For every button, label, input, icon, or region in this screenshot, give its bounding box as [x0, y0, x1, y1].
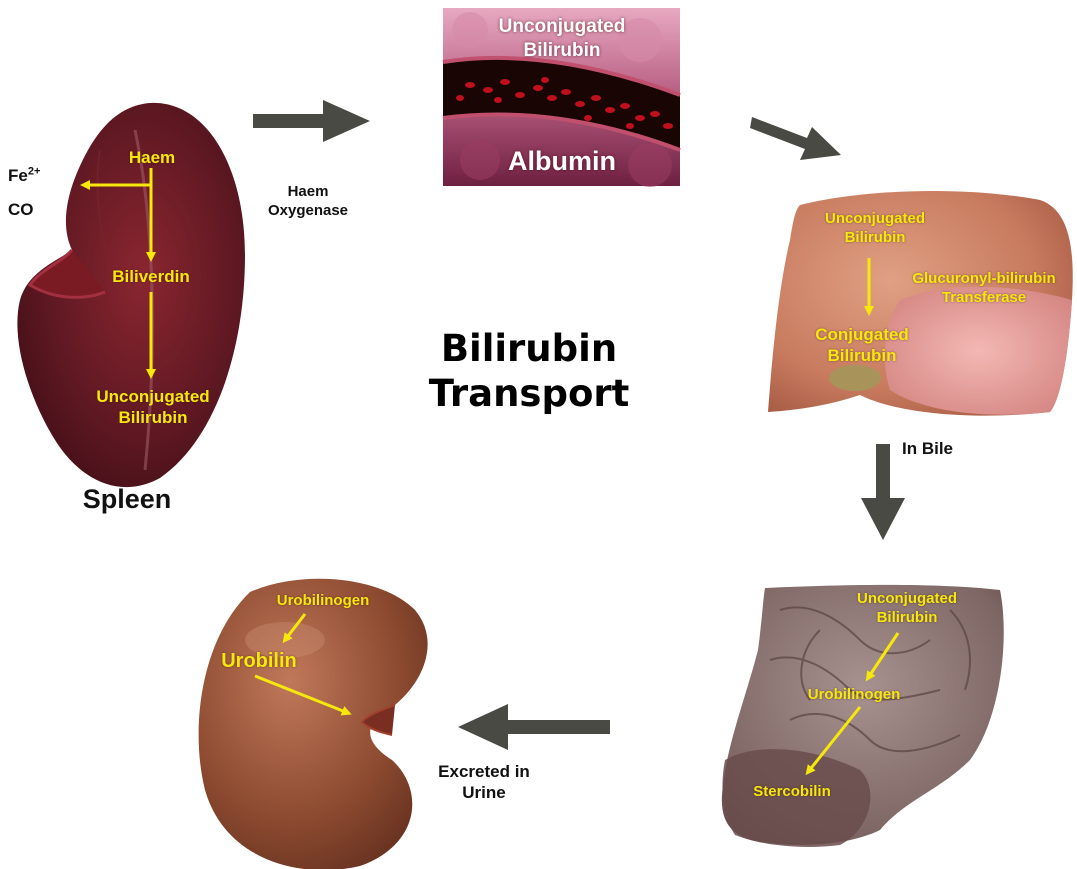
haem-oxygenase-label: Haem Oxygenase [262, 183, 354, 221]
spleen-label: Spleen [72, 483, 182, 517]
diagram-title: Bilirubin Transport [420, 326, 638, 416]
iron-label: Fe2+ [8, 165, 40, 186]
liver-to-intestine-arrow [861, 444, 905, 540]
haem-oxygenase-line-2: Oxygenase [262, 202, 354, 221]
spleen-to-blood-arrow [253, 100, 370, 142]
in-bile-label: In Bile [902, 438, 953, 459]
kidney-urobilinogen-label: Urobilinogen [258, 592, 388, 611]
albumin-label: Albumin [482, 145, 642, 179]
conjugated-line-2: Bilirubin [803, 345, 921, 366]
conjugated-bilirubin-label: Conjugated Bilirubin [803, 324, 921, 367]
haem-oxygenase-line-1: Haem [262, 183, 354, 202]
conjugated-line-1: Conjugated [803, 324, 921, 345]
blood-unconjugated-bilirubin-label: Unconjugated Bilirubin [462, 15, 662, 63]
intestine-urobilinogen-label: Urobilinogen [798, 686, 910, 705]
title-line-2: Transport [420, 371, 638, 416]
intestine-unconjugated-line-2: Bilirubin [840, 609, 974, 628]
intestine-unconjugated-bilirubin-label: Unconjugated Bilirubin [840, 590, 974, 628]
carbon-monoxide-label: CO [8, 199, 34, 220]
blood-to-liver-arrow [750, 117, 841, 160]
glucuronyl-transferase-label: Glucuronyl-bilirubin Transferase [902, 270, 1066, 308]
blood-unconjugated-line-2: Bilirubin [462, 39, 662, 63]
haem-label: Haem [112, 147, 192, 168]
liver-unconjugated-bilirubin-label: Unconjugated Bilirubin [810, 210, 940, 248]
spleen-unconjugated-line-1: Unconjugated [70, 386, 236, 407]
kidney-image [199, 579, 428, 869]
excreted-line-1: Excreted in [418, 761, 550, 782]
intestine-to-kidney-arrow [458, 704, 610, 750]
liver-unconjugated-line-1: Unconjugated [810, 210, 940, 229]
title-line-1: Bilirubin [420, 326, 638, 371]
excreted-in-urine-label: Excreted in Urine [418, 761, 550, 804]
enzyme-line-2: Transferase [902, 289, 1066, 308]
excreted-line-2: Urine [418, 782, 550, 803]
enzyme-line-1: Glucuronyl-bilirubin [902, 270, 1066, 289]
biliverdin-label: Biliverdin [96, 266, 206, 287]
blood-unconjugated-line-1: Unconjugated [462, 15, 662, 39]
urobilin-label: Urobilin [208, 649, 310, 674]
iron-symbol: Fe [8, 166, 28, 185]
stercobilin-label: Stercobilin [740, 783, 844, 802]
intestine-unconjugated-line-1: Unconjugated [840, 590, 974, 609]
iron-charge: 2+ [28, 165, 41, 177]
liver-unconjugated-line-2: Bilirubin [810, 229, 940, 248]
spleen-unconjugated-line-2: Bilirubin [70, 407, 236, 428]
spleen-unconjugated-bilirubin-label: Unconjugated Bilirubin [70, 386, 236, 429]
